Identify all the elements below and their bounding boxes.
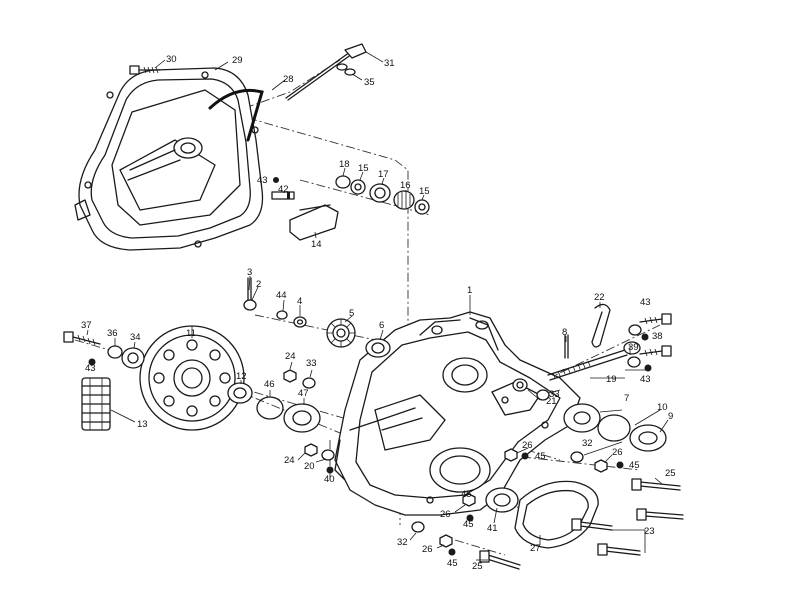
callout-6: 6 — [379, 320, 384, 331]
callout-45b: 45 — [629, 460, 640, 471]
callout-41: 41 — [487, 523, 498, 534]
driven-sprocket — [139, 325, 245, 431]
callout-4: 4 — [297, 296, 302, 307]
callout-43b: 43 — [640, 297, 651, 308]
callout-3: 3 — [247, 267, 252, 278]
lower-cover-group — [479, 478, 684, 570]
callout-24a: 24 — [285, 351, 296, 362]
leader-lines — [86, 51, 669, 561]
callout-10: 10 — [657, 402, 668, 413]
callout-13: 13 — [137, 419, 148, 430]
callout-5: 5 — [349, 308, 354, 319]
callout-16: 16 — [400, 180, 411, 191]
callout-21: 21 — [546, 396, 557, 407]
callout-32b: 32 — [397, 537, 408, 548]
callout-22: 22 — [594, 292, 605, 303]
shaft-components — [227, 382, 321, 433]
callout-30: 30 — [166, 54, 177, 65]
callout-38: 38 — [652, 331, 663, 342]
callout-24b: 24 — [284, 455, 295, 466]
lower-nuts — [411, 389, 624, 556]
callout-40: 40 — [324, 474, 335, 485]
dipstick — [285, 43, 367, 101]
nut-washer-group — [283, 369, 335, 474]
callout-45c: 45 — [463, 519, 474, 530]
callout-17: 17 — [378, 169, 389, 180]
bolt-hardware-upper — [243, 277, 307, 328]
callout-33b: 33 — [549, 389, 560, 400]
bearing-6 — [365, 338, 391, 358]
callout-45a: 45 — [535, 451, 546, 462]
callout-25a: 25 — [665, 468, 676, 479]
callout-37: 37 — [81, 320, 92, 331]
dipstick-tube-wire — [208, 88, 264, 142]
callout-45e: 45 — [461, 489, 472, 500]
callout-1: 1 — [467, 285, 472, 296]
output-bearing-group — [563, 403, 667, 452]
callout-42: 42 — [278, 184, 289, 195]
right-shaft-group — [512, 303, 642, 392]
callout-2: 2 — [256, 279, 261, 290]
callout-28: 28 — [283, 74, 294, 85]
callout-36: 36 — [107, 328, 118, 339]
callout-26d: 26 — [422, 544, 433, 555]
callout-29: 29 — [232, 55, 243, 66]
drive-sprocket — [326, 318, 356, 348]
callout-43c: 43 — [640, 374, 651, 385]
callout-44: 44 — [276, 290, 287, 301]
callout-46: 46 — [264, 379, 275, 390]
callout-39: 39 — [628, 342, 639, 353]
left-hardware — [63, 331, 145, 369]
callout-27: 27 — [530, 543, 541, 554]
callout-12: 12 — [236, 371, 247, 382]
callout-25b: 25 — [472, 561, 483, 572]
callout-14: 14 — [311, 239, 322, 250]
callout-26c: 26 — [440, 509, 451, 520]
callout-26a: 26 — [522, 440, 533, 451]
callout-34: 34 — [130, 332, 141, 343]
callout-31: 31 — [384, 58, 395, 69]
callout-8: 8 — [562, 327, 567, 338]
callout-9: 9 — [668, 411, 673, 422]
callout-45d: 45 — [447, 558, 458, 569]
callout-19: 19 — [606, 374, 617, 385]
callout-43d: 43 — [85, 363, 96, 374]
callout-35: 35 — [364, 77, 375, 88]
callout-15b: 15 — [419, 186, 430, 197]
callout-43a: 43 — [257, 175, 268, 186]
callout-15a: 15 — [358, 163, 369, 174]
right-bolts — [639, 313, 672, 372]
callout-20: 20 — [304, 461, 315, 472]
callout-11: 11 — [186, 328, 196, 339]
chaincase-cover — [74, 67, 264, 251]
callout-26b: 26 — [612, 447, 623, 458]
callout-labels: 1 2 3 4 5 6 7 8 9 10 11 12 13 14 15 15 1… — [81, 54, 676, 572]
drive-chain — [81, 377, 111, 431]
cover-bolt — [129, 65, 161, 75]
callout-33a: 33 — [306, 358, 317, 369]
callout-7: 7 — [624, 393, 629, 404]
callout-32a: 32 — [582, 438, 593, 449]
callout-47: 47 — [298, 388, 309, 399]
tensioner-assembly — [271, 175, 430, 241]
callout-23: 23 — [644, 526, 655, 537]
callout-18: 18 — [339, 159, 350, 170]
